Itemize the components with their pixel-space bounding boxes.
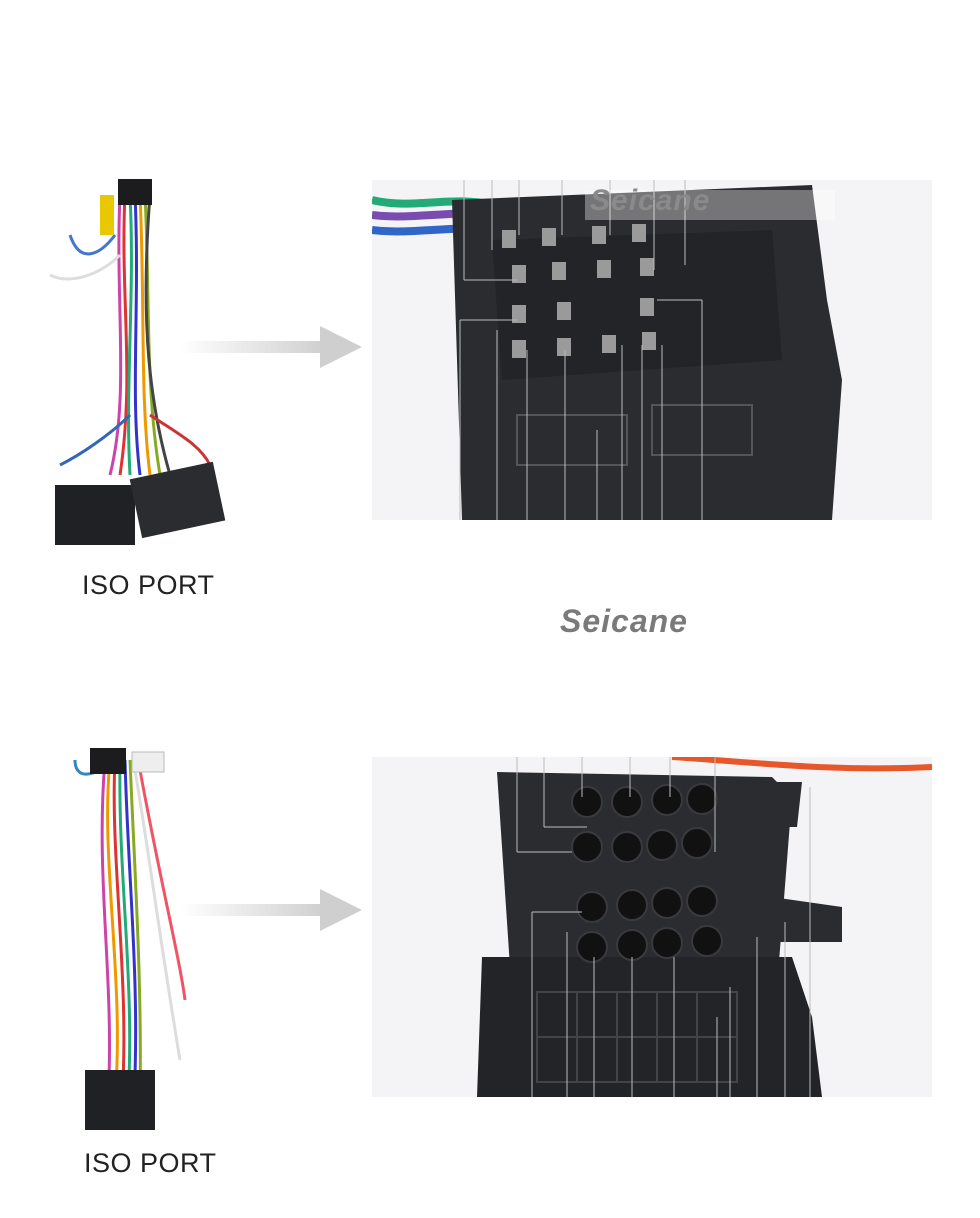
arrow-icon — [180, 326, 362, 368]
iso-port-caption: ISO PORT — [82, 570, 215, 600]
brand-watermark: Seicane — [560, 603, 688, 639]
iso-port-caption: ISO PORT — [84, 1148, 217, 1178]
bottom-section: ISO PORT — [0, 735, 980, 1215]
connector-photo-top: Seicane — [372, 180, 932, 520]
wiring-harness-image — [73, 748, 187, 1130]
wiring-harness-image — [49, 179, 226, 545]
connector-drawing — [372, 180, 932, 520]
arrow-icon — [180, 889, 362, 931]
photo-watermark: Seicane — [590, 184, 711, 217]
top-section: Seicane ISO PORT — [49, 179, 932, 600]
connector-drawing — [372, 757, 932, 1097]
connector-photo-bottom — [372, 757, 932, 1097]
